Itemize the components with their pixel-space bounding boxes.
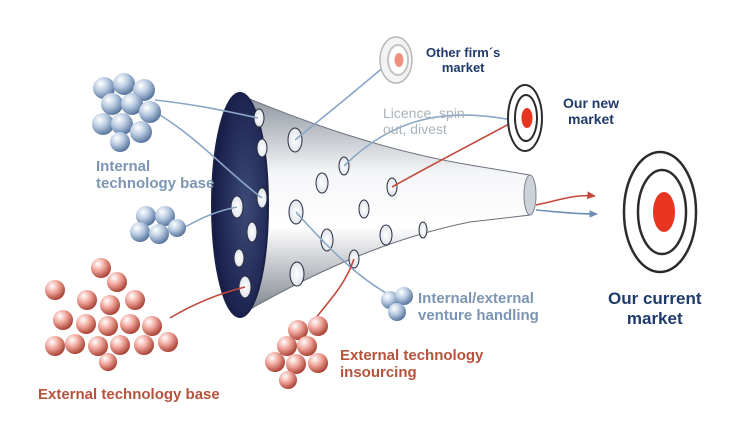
other-firm-market-label: Other firm´s market [426,45,501,76]
label-line: venture handling [418,307,539,325]
label-line: market [626,308,683,328]
label-line: market [568,111,614,128]
new-market-label: Our new market [563,95,619,127]
label-line: External technology [340,347,484,364]
label-line: out, divest [383,121,447,138]
label-line: Our new [563,95,620,111]
sphere-cluster-icon [130,206,186,244]
label-line: Other firm´s [426,45,501,60]
label-line: technology base [96,175,215,193]
label-line: Licence, spin [383,105,465,121]
target-icon [622,150,698,274]
sphere-cluster-icon [381,287,413,321]
label-line: market [441,59,485,75]
sphere-cluster-icon [45,258,178,371]
target-icon [379,36,413,84]
sphere-cluster-icon [92,73,161,152]
current-market-label: Our current market [608,289,702,328]
external-technology-base-label: External technology base [38,386,220,403]
label-line: Internal [96,158,151,175]
venture-handling-label: Internal/external venture handling [418,290,539,325]
funnel-holes [230,108,428,299]
sphere-cluster-icon [265,316,328,389]
label-line: Our current [608,289,702,308]
licence-spinout-label: Licence, spin out, divest [383,105,465,137]
label-line: Internal/external [418,290,534,307]
flow-lines [154,59,598,326]
external-technology-insourcing-label: External technology insourcing [340,347,483,382]
label-line: insourcing [340,364,417,382]
internal-technology-base-label: Internal technology base [96,158,214,193]
target-icon [507,84,543,152]
